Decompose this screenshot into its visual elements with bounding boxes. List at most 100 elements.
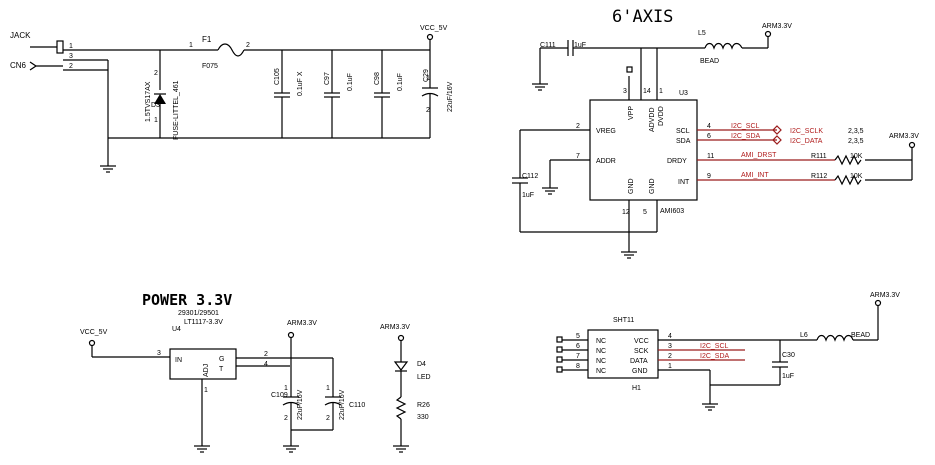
sht11-right-pin-1: VCC	[634, 338, 649, 345]
fuse-pin1: 1	[189, 42, 193, 49]
c109-ref: C109	[271, 392, 288, 399]
net-i2c-scl: I2C_SCL	[731, 123, 760, 130]
arm33v-right-label: ARM3.3V	[889, 133, 919, 140]
c98-ref: C98	[374, 72, 381, 85]
u4-pin-adj: ADJ	[203, 364, 210, 377]
u3-pin-gnd2: GND	[649, 178, 656, 194]
sht11-arm33v-label: ARM3.3V	[870, 292, 900, 299]
jack-pin1: 1	[69, 43, 73, 50]
sht11-ref: SHT11	[613, 317, 634, 324]
sht11-designator: H1	[632, 385, 641, 392]
led-block: ARM3.3V D4 LED R26 330	[380, 324, 431, 453]
c29-value: 22uF/16V	[447, 81, 454, 112]
c109-value: 22uF/16V	[297, 389, 304, 420]
c97-ref: C97	[324, 72, 331, 85]
u3-pin-drdy: DRDY	[667, 158, 687, 165]
sht11-right-pin-3: DATA	[630, 358, 648, 365]
u3-pin-advdd: ADVDD	[649, 107, 656, 132]
c29-pin2: 2	[426, 107, 430, 114]
c111-ref: C111	[540, 42, 556, 49]
cap-c29	[421, 87, 439, 138]
u4-pin4: 4	[264, 361, 268, 368]
sht11-nc-pins	[556, 336, 588, 373]
sheet-ref-1: 2,3,5	[848, 128, 864, 135]
c30-value: 1uF	[782, 373, 794, 380]
u4-chip	[169, 348, 237, 380]
offsheet-scl-icon	[772, 125, 782, 135]
u3-pin1: 1	[659, 88, 663, 95]
resistor-r111-icon	[834, 154, 862, 166]
net-ami-int: AMI_INT	[741, 172, 769, 179]
sht11-left-pin-3: NC	[596, 358, 606, 365]
sht11-arm33v-port-icon	[874, 299, 882, 307]
jack-label: JACK	[10, 31, 31, 40]
sht11-num-8: 8	[576, 363, 580, 370]
offsheet-sda-icon	[772, 135, 782, 145]
sht11-right-pin-2: SCK	[634, 348, 649, 355]
c110-pin2: 2	[326, 415, 330, 422]
arm33v-top-label: ARM3.3V	[762, 23, 792, 30]
fuse-value: F075	[202, 63, 218, 70]
six-axis-title: 6'AXIS	[612, 7, 673, 27]
u4-pin-g: G	[219, 356, 224, 363]
u4-arm33v-label: ARM3.3V	[287, 320, 317, 327]
sht11-right-pin-4: GND	[632, 368, 648, 375]
tvs-value: 1.5TVS17AX	[145, 81, 152, 122]
l6-value: BEAD	[851, 332, 870, 339]
u3-pin3: 3	[623, 88, 627, 95]
u4-pin3: 3	[157, 350, 161, 357]
c109-pin1: 1	[284, 385, 288, 392]
sht11-num-7: 7	[576, 353, 580, 360]
resistor-r26-icon	[395, 396, 407, 420]
u3-part: AMI603	[660, 208, 684, 215]
sht11-left-pin-4: NC	[596, 368, 606, 375]
c111-value: 1uF	[574, 42, 586, 49]
u3-pin9: 9	[707, 173, 711, 180]
tvs-pin2: 2	[154, 70, 158, 77]
power-title: POWER 3.3V	[142, 291, 232, 309]
jack-pin2: 2	[69, 63, 73, 70]
l6-ref: L6	[800, 332, 808, 339]
c105-ref: C105	[274, 68, 281, 85]
tvs-pin1: 1	[154, 117, 158, 124]
u3-pin-vpp: VPP	[628, 106, 635, 120]
resistor-r112-icon	[834, 174, 862, 186]
fuse-ref: F1	[202, 35, 212, 44]
sht11-net-sda: I2C_SDA	[700, 353, 730, 360]
sht11-left-pin-2: NC	[596, 348, 606, 355]
c109-pin2: 2	[284, 415, 288, 422]
u3-pin-dvdd: DVDD	[658, 106, 665, 126]
c110-pin1: 1	[326, 385, 330, 392]
u4-part-top: 29301/29501	[178, 310, 219, 317]
net-ami-drst: AMI_DRST	[741, 152, 777, 159]
cap-c97	[324, 50, 340, 138]
r26-ref: R26	[417, 402, 430, 409]
u3-pin-int: INT	[678, 179, 690, 186]
jack-connector-icon	[29, 40, 64, 71]
tvs-ref: D3	[151, 102, 160, 109]
sheet-ref-2: 2,3,5	[848, 138, 864, 145]
cn6-label: CN6	[10, 61, 27, 70]
sht11-net-scl: I2C_SCL	[700, 343, 729, 350]
u4-pin-t: T	[219, 366, 224, 373]
c97-value: 0.1uF	[347, 73, 354, 91]
c98-value: 0.1uF	[397, 73, 404, 91]
u4-vcc5v-port-icon	[88, 339, 96, 347]
u3-chip	[589, 99, 698, 201]
sht11-block: SHT11 H1 NC NC NC NC VCC SCK DATA GND 5 …	[556, 292, 900, 411]
d4-ref: D4	[417, 361, 426, 368]
c29-ref: C29	[423, 69, 430, 82]
u3-pin6: 6	[707, 133, 711, 140]
u3-pin11: 11	[707, 153, 714, 160]
u4-arm33v-port-icon	[287, 331, 295, 339]
power-input-block: JACK CN6 1 3 2 1.5TVS17AX D3 1 2 FUSE-LI…	[10, 25, 454, 173]
fuse-part: FUSE-LITTEL_461	[173, 80, 180, 140]
power-3v3-block: VCC_5V 3 29301/29501 U4 LT1117-3.3V IN A…	[80, 310, 365, 453]
r112-value: 10K	[850, 173, 863, 180]
u3-pin14: 14	[643, 88, 651, 95]
c112-ref: C112	[522, 173, 538, 180]
u3-pin-gnd1: GND	[628, 178, 635, 194]
r111-value: 10K	[850, 153, 863, 160]
d4-value: LED	[417, 374, 431, 381]
u4-pin1: 1	[204, 387, 208, 394]
